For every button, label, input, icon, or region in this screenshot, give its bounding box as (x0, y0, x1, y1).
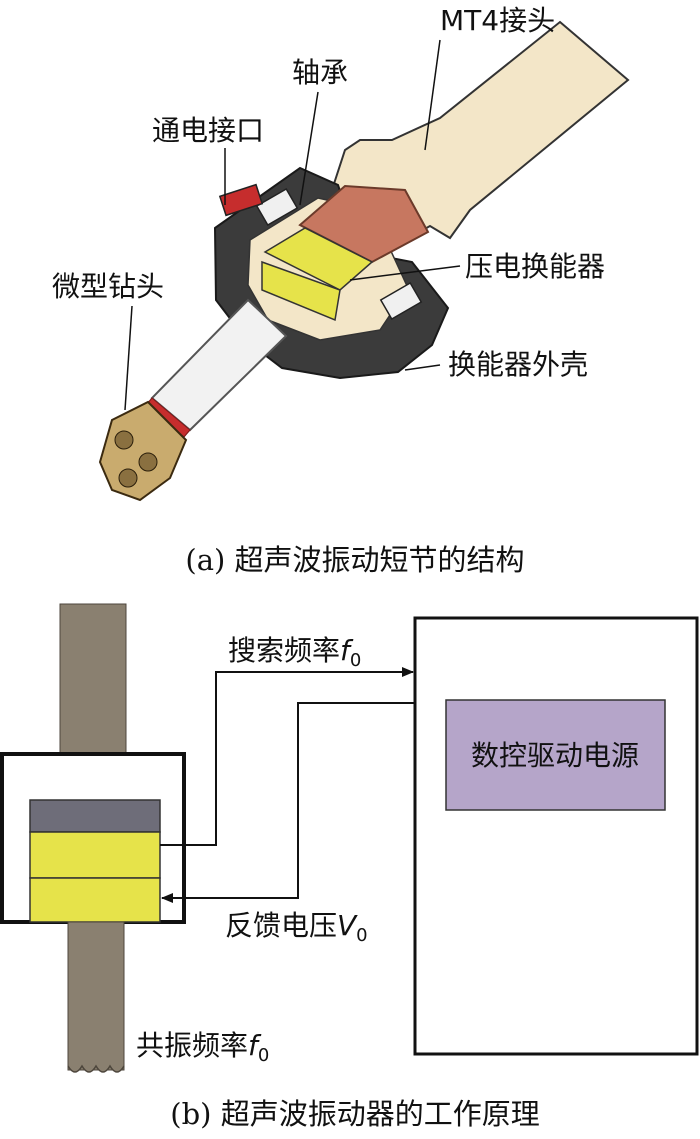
drill-shaft (150, 298, 288, 432)
cnc-power-panel (445, 699, 666, 811)
leader-housing (404, 364, 441, 371)
label-search-frequency: 搜索频率f0 (228, 634, 361, 671)
label-bearing: 轴承 (292, 56, 348, 89)
feedback-voltage-var: V (337, 909, 358, 942)
search-frequency-line (160, 667, 414, 846)
label-transducer-housing: 换能器外壳 (448, 348, 588, 381)
bit-cutter-1 (114, 430, 134, 450)
lower-rod (67, 921, 125, 1071)
working-principle-diagram: 数控驱动电源 搜索频率f0 反馈电压V0 共振频率f0 (b) 超声波振动器的工… (0, 603, 699, 1131)
leader-piezo (349, 265, 461, 281)
bit-cutter-3 (118, 468, 138, 488)
bit-cutter-2 (138, 452, 158, 472)
resonance-frequency-sub: 0 (258, 1045, 269, 1066)
feedback-voltage-line (161, 702, 415, 903)
search-frequency-text: 搜索频率 (228, 634, 340, 667)
resonance-frequency-text: 共振频率 (136, 1029, 248, 1062)
piezo-disk-lower (29, 877, 161, 923)
piezo-stack-lower (261, 260, 341, 322)
label-feedback-voltage: 反馈电压V0 (225, 909, 368, 946)
label-mt4-adapter: MT4接头 (440, 4, 555, 37)
label-resonance-frequency: 共振频率f0 (136, 1029, 269, 1066)
feedback-voltage-text: 反馈电压 (225, 909, 337, 942)
ultrasonic-sub-structure-drawing: MT4接头 轴承 通电接口 微型钻头 压电换能器 换能器外壳 (a) 超声波振动… (52, 4, 630, 577)
label-power-port: 通电接口 (152, 114, 264, 147)
power-connector (218, 183, 264, 217)
label-micro-drill-bit: 微型钻头 (52, 270, 164, 303)
leader-micro-bit (124, 305, 133, 411)
bearing-left (255, 187, 299, 227)
label-cnc-power: 数控驱动电源 (471, 739, 639, 772)
rod-frayed-end (67, 1064, 125, 1073)
caption-a: (a) 超声波振动短节的结构 (185, 543, 524, 577)
label-piezo-transducer: 压电换能器 (465, 250, 605, 283)
piezo-disk-upper (29, 831, 161, 879)
piezo-stack-upper (263, 227, 374, 291)
feedback-voltage-sub: 0 (356, 925, 367, 946)
search-frequency-sub: 0 (350, 650, 361, 671)
leader-mt4 (424, 39, 441, 151)
power-supply-box (413, 616, 699, 1056)
caption-b: (b) 超声波振动器的工作原理 (170, 1097, 539, 1131)
back-mass (29, 799, 161, 833)
upper-rod (59, 603, 127, 755)
leader-bearing (299, 91, 319, 206)
bearing-right (379, 281, 423, 321)
